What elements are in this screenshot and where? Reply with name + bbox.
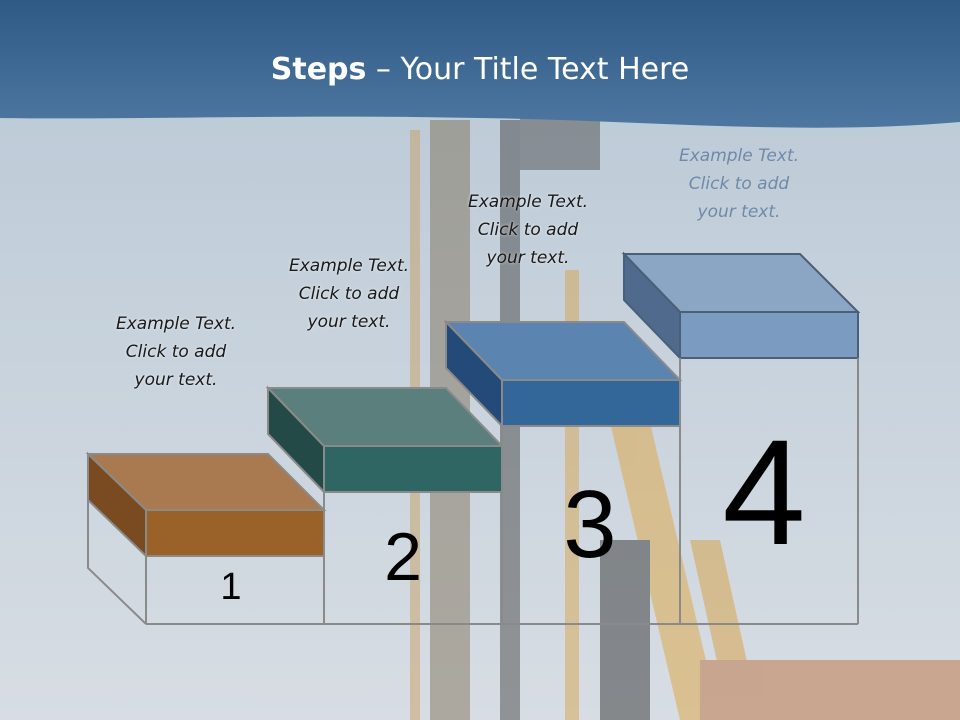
step-1-text[interactable]: Example Text. Click to add your text.	[86, 310, 266, 394]
step-4-line1: Example Text.	[678, 146, 800, 166]
step-1-number: 1	[220, 566, 242, 608]
step-2-line3: your text.	[307, 312, 391, 332]
step-2-text[interactable]: Example Text. Click to add your text.	[259, 252, 439, 336]
step-4-line3: your text.	[697, 202, 781, 222]
step-3-block	[443, 319, 683, 624]
step-2-number: 2	[384, 519, 422, 595]
step-4-text[interactable]: Example Text. Click to add your text.	[649, 142, 829, 226]
step-4-line2: Click to add	[688, 174, 790, 194]
steps-diagram	[85, 251, 861, 625]
step-2-line1: Example Text.	[288, 256, 410, 276]
step-3-text[interactable]: Example Text. Click to add your text.	[438, 188, 618, 272]
step-3-line1: Example Text.	[467, 192, 589, 212]
step-3-number: 3	[563, 471, 617, 578]
header-band	[0, 0, 960, 128]
title-bold: Steps	[270, 52, 367, 87]
step-1-line1: Example Text.	[115, 314, 237, 334]
slide-title[interactable]: Steps – Your Title Text Here	[0, 52, 960, 87]
step-1-line2: Click to add	[125, 342, 227, 362]
step-3-line2: Click to add	[477, 220, 579, 240]
title-rest: – Your Title Text Here	[366, 52, 690, 87]
step-3-line3: your text.	[486, 248, 570, 268]
step-4-number: 4	[722, 408, 806, 576]
step-2-block	[265, 385, 505, 624]
step-4-block	[621, 251, 861, 624]
step-2-line2: Click to add	[298, 284, 400, 304]
step-1-line3: your text.	[134, 370, 218, 390]
